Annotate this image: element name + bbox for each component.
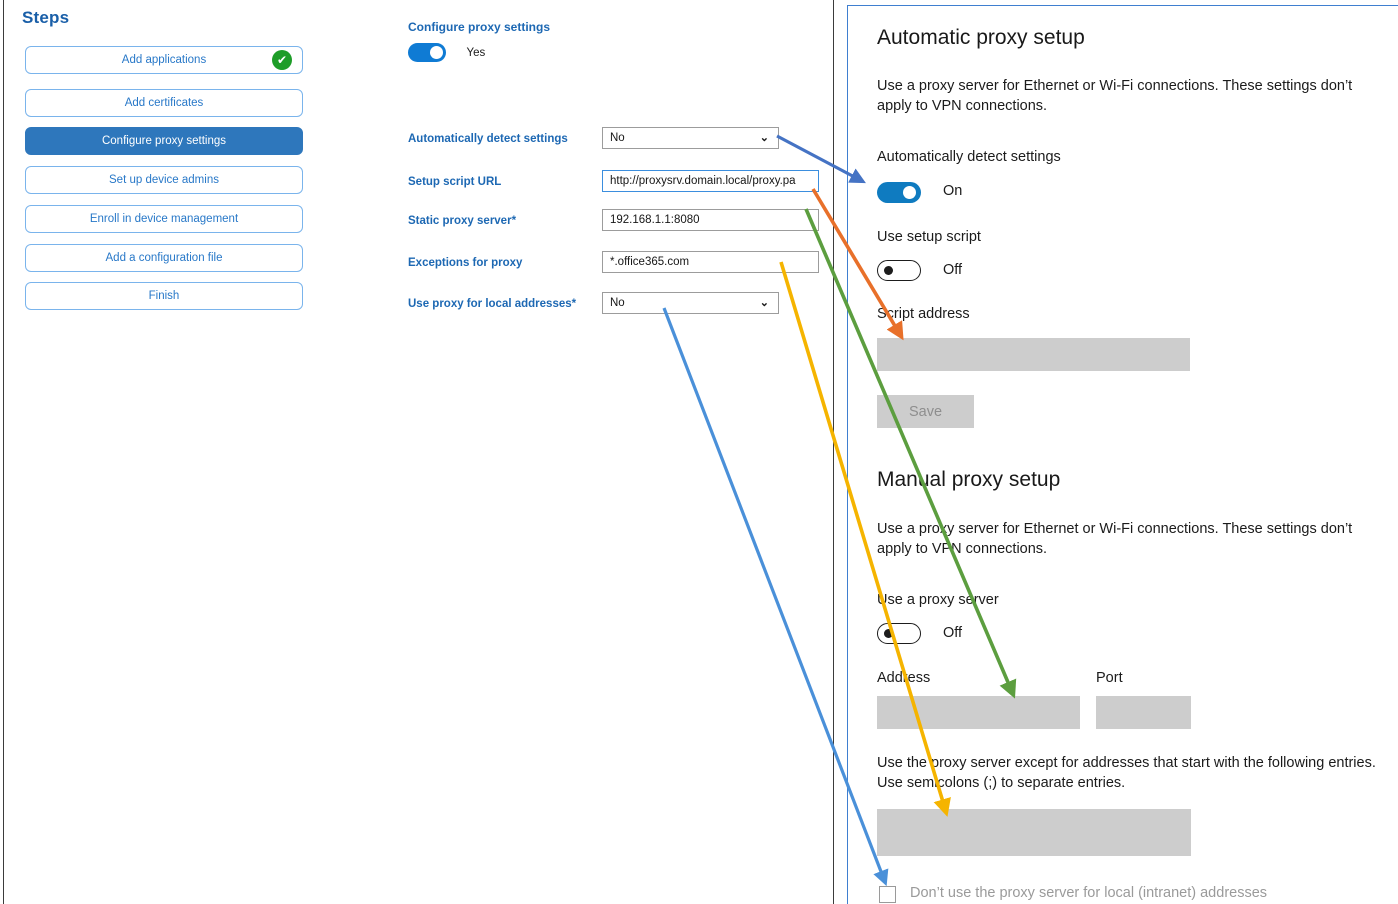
label-text: Setup script URL bbox=[408, 176, 502, 188]
use-setup-script-label: Use setup script bbox=[877, 229, 981, 245]
select-automatically-detect-settings[interactable]: No ⌄ bbox=[602, 127, 779, 149]
label-text: Use proxy for local addresses bbox=[408, 298, 572, 310]
step-label: Finish bbox=[148, 290, 180, 302]
select-use-proxy-for-local-addresses[interactable]: No ⌄ bbox=[602, 292, 779, 314]
chevron-down-icon: ⌄ bbox=[759, 296, 769, 309]
use-setup-script-state: Off bbox=[943, 262, 963, 278]
required-marker: * bbox=[511, 215, 517, 227]
step-label: Add applications bbox=[121, 54, 207, 66]
exceptions-description: Use the proxy server except for addresse… bbox=[877, 755, 1376, 791]
left-frame-line bbox=[3, 0, 4, 904]
step-label: Add certificates bbox=[124, 97, 204, 109]
label-static-proxy-server: Static proxy server* bbox=[408, 215, 516, 227]
step-label: Add a configuration file bbox=[105, 252, 223, 264]
automatically-detect-settings-state: On bbox=[943, 183, 963, 199]
sidebar-item-configure-proxy-settings[interactable]: Configure proxy settings bbox=[25, 127, 303, 155]
use-a-proxy-server-state: Off bbox=[943, 625, 963, 641]
toggle-knob bbox=[884, 629, 893, 638]
input-exceptions-for-proxy[interactable]: *.office365.com bbox=[602, 251, 819, 273]
port-value bbox=[1096, 696, 1191, 710]
input-setup-script-url[interactable]: http://proxysrv.domain.local/proxy.pa bbox=[602, 170, 819, 192]
port-label: Port bbox=[1096, 670, 1123, 686]
automatically-detect-settings-toggle[interactable] bbox=[877, 182, 921, 203]
script-address-input[interactable] bbox=[877, 338, 1190, 371]
use-a-proxy-server-toggle[interactable] bbox=[877, 623, 921, 644]
label-text: Automatically detect settings bbox=[408, 133, 568, 145]
address-value bbox=[877, 696, 1080, 710]
step-label: Set up device admins bbox=[109, 174, 219, 186]
sidebar-item-enroll-in-device-management[interactable]: Enroll in device management bbox=[25, 205, 303, 233]
label-text: Exceptions for proxy bbox=[408, 257, 523, 269]
bypass-local-checkbox[interactable] bbox=[879, 886, 896, 903]
manual-proxy-description: Use a proxy server for Ethernet or Wi-Fi… bbox=[877, 521, 1353, 557]
bypass-local-label: Don’t use the proxy server for local (in… bbox=[910, 885, 1268, 901]
configure-proxy-settings-toggle[interactable]: Yes bbox=[408, 43, 485, 62]
use-setup-script-toggle[interactable] bbox=[877, 260, 921, 281]
label-automatically-detect-settings: Automatically detect settings bbox=[408, 133, 568, 145]
steps-title: Steps bbox=[22, 8, 70, 27]
exceptions-value bbox=[877, 809, 1191, 823]
port-input[interactable] bbox=[1096, 696, 1191, 729]
manual-proxy-setup-heading: Manual proxy setup bbox=[877, 468, 1061, 491]
toggle-switch-on[interactable] bbox=[408, 43, 446, 62]
label-exceptions-for-proxy: Exceptions for proxy bbox=[408, 257, 522, 269]
save-button[interactable]: Save bbox=[877, 395, 974, 428]
script-address-label: Script address bbox=[877, 306, 970, 322]
step-label: Configure proxy settings bbox=[101, 135, 226, 147]
sidebar-item-add-certificates[interactable]: Add certificates bbox=[25, 89, 303, 117]
label-text: Static proxy server bbox=[408, 215, 512, 227]
required-marker: * bbox=[571, 298, 577, 310]
sidebar-item-add-applications[interactable]: Add applications ✔ bbox=[25, 46, 303, 74]
input-value: http://proxysrv.domain.local/proxy.pa bbox=[610, 175, 796, 187]
sidebar-item-add-a-configuration-file[interactable]: Add a configuration file bbox=[25, 244, 303, 272]
select-value: No bbox=[610, 297, 625, 309]
sidebar-item-set-up-device-admins[interactable]: Set up device admins bbox=[25, 166, 303, 194]
automatically-detect-settings-label: Automatically detect settings bbox=[877, 149, 1061, 165]
windows-proxy-settings-panel: Automatic proxy setup Use a proxy server… bbox=[847, 5, 1398, 904]
toggle-knob bbox=[430, 46, 443, 59]
address-input[interactable] bbox=[877, 696, 1080, 729]
label-setup-script-url: Setup script URL bbox=[408, 176, 501, 188]
check-circle-icon: ✔ bbox=[272, 50, 292, 70]
proxy-form-panel: Configure proxy settings Yes Automatical… bbox=[331, 0, 833, 904]
chevron-down-icon: ⌄ bbox=[759, 131, 769, 144]
input-value: *.office365.com bbox=[610, 256, 690, 268]
panel-divider-line bbox=[833, 0, 834, 904]
automatic-proxy-setup-heading: Automatic proxy setup bbox=[877, 26, 1085, 49]
input-value: 192.168.1.1:8080 bbox=[610, 214, 700, 226]
exceptions-input[interactable] bbox=[877, 809, 1191, 856]
input-static-proxy-server[interactable]: 192.168.1.1:8080 bbox=[602, 209, 819, 231]
address-label: Address bbox=[877, 670, 931, 686]
select-value: No bbox=[610, 132, 625, 144]
script-address-value bbox=[877, 338, 1190, 352]
automatic-proxy-description: Use a proxy server for Ethernet or Wi-Fi… bbox=[877, 78, 1353, 114]
form-title: Configure proxy settings bbox=[408, 20, 551, 34]
label-use-proxy-for-local-addresses: Use proxy for local addresses* bbox=[408, 298, 576, 310]
toggle-value-label: Yes bbox=[466, 46, 486, 59]
toggle-knob bbox=[884, 266, 893, 275]
steps-panel: Steps Add applications ✔ Add certificate… bbox=[4, 0, 330, 904]
step-label: Enroll in device management bbox=[89, 213, 239, 225]
use-a-proxy-server-label: Use a proxy server bbox=[877, 592, 999, 608]
toggle-knob bbox=[903, 186, 916, 199]
sidebar-item-finish[interactable]: Finish bbox=[25, 282, 303, 310]
